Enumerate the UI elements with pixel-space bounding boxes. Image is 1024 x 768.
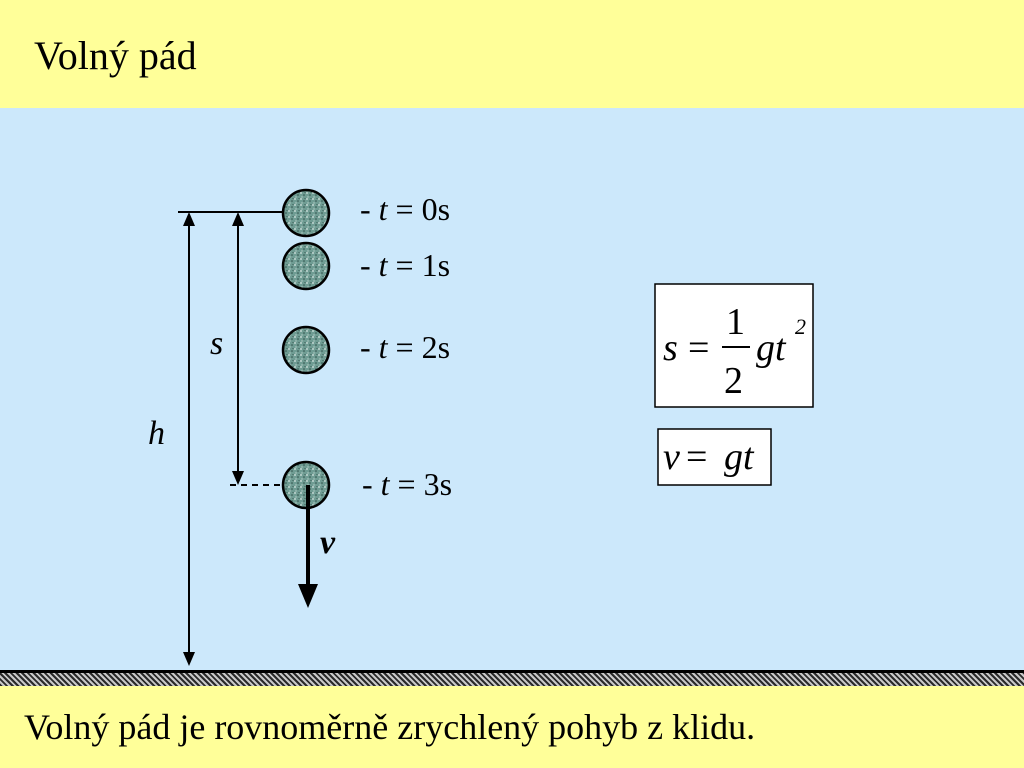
footer-bar: Volný pád je rovnoměrně zrychlený pohyb … (0, 686, 1024, 768)
ground-surface (0, 670, 1024, 686)
footer-statement: Volný pád je rovnoměrně zrychlený pohyb … (24, 707, 756, 747)
page-title: Volný pád (34, 33, 197, 78)
title-bar: Volný pád (0, 0, 1024, 108)
diagram-area (0, 108, 1024, 670)
